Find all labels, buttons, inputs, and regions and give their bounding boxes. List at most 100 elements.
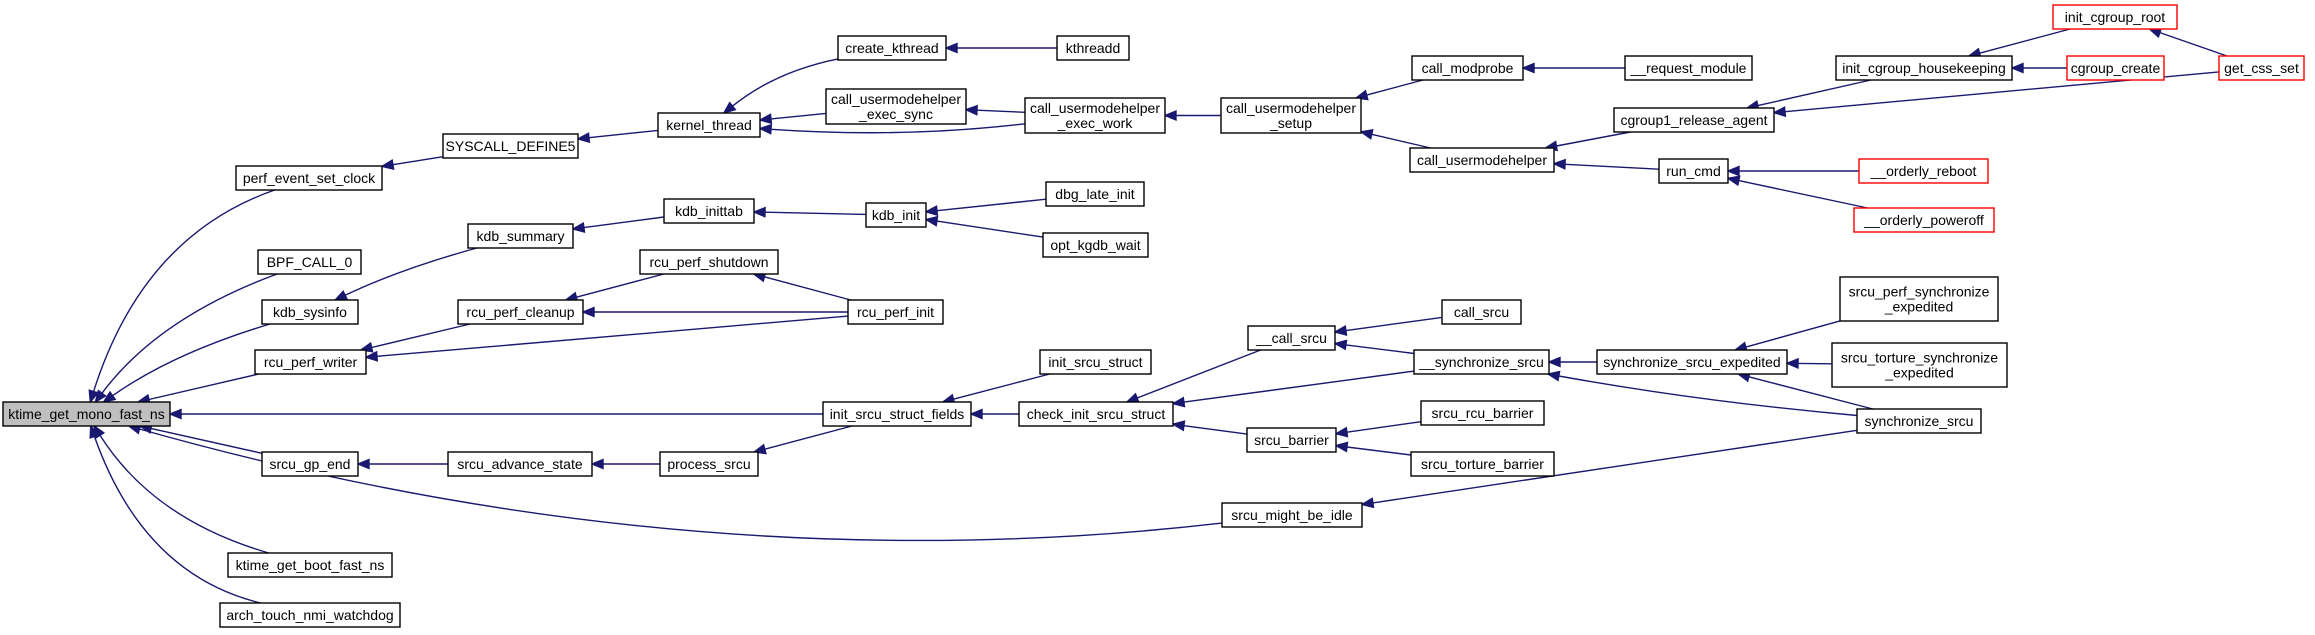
node-arch-touch-nmi-watchdog[interactable]: arch_touch_nmi_watchdog <box>219 602 401 628</box>
node---synchronize-srcu[interactable]: __synchronize_srcu <box>1413 349 1550 375</box>
edge-line <box>764 425 853 450</box>
node-label: ktime_get_mono_fast_ns <box>8 406 164 422</box>
node-srcu-might-be-idle[interactable]: srcu_might_be_idle <box>1221 502 1363 528</box>
edge-line <box>112 323 271 397</box>
node-label: __call_srcu <box>1255 330 1327 346</box>
node-call-usermodehelper-exec-work[interactable]: call_usermodehelper_exec_work <box>1024 97 1166 134</box>
node---request-module[interactable]: __request_module <box>1624 55 1753 81</box>
node-ktime-get-mono-fast-ns[interactable]: ktime_get_mono_fast_ns <box>2 401 171 427</box>
edge-__orderly_reboot-to-run_cmd <box>1726 165 1860 177</box>
node-ktime-get-boot-fast-ns[interactable]: ktime_get_boot_fast_ns <box>227 552 393 578</box>
node---orderly-poweroff[interactable]: __orderly_poweroff <box>1853 207 1995 233</box>
node-perf-event-set-clock[interactable]: perf_event_set_clock <box>235 165 383 191</box>
node-srcu-gp-end[interactable]: srcu_gp_end <box>261 451 359 477</box>
edge-call_modprobe-to-call_usermodehelper_setup <box>1354 79 1424 101</box>
node-box <box>2218 55 2305 81</box>
node-label: call_usermodehelper <box>1417 152 1547 168</box>
node-rcu-perf-shutdown[interactable]: rcu_perf_shutdown <box>639 249 779 275</box>
node-opt-kgdb-wait[interactable]: opt_kgdb_wait <box>1042 232 1149 258</box>
node-init-cgroup-root[interactable]: init_cgroup_root <box>2052 4 2178 30</box>
edge-check_init_srcu_struct-to-init_srcu_struct_fields <box>969 408 1020 420</box>
edge-arrowhead <box>969 408 983 420</box>
edge-arrowhead <box>1359 129 1374 140</box>
edge-arrowhead <box>1726 175 1741 187</box>
node-run-cmd[interactable]: run_cmd <box>1658 158 1729 184</box>
node-srcu-perf-synchronize-expedited[interactable]: srcu_perf_synchronize_expedited <box>1839 276 1999 322</box>
edge-srcu_torture_barrier-to-srcu_barrier <box>1334 441 1412 456</box>
node-label: kthreadd <box>1066 40 1120 56</box>
node-rcu-perf-init[interactable]: rcu_perf_init <box>847 299 944 325</box>
node-srcu-barrier[interactable]: srcu_barrier <box>1246 427 1337 453</box>
node-label: srcu_torture_barrier <box>1421 456 1544 472</box>
node-call-usermodehelper-setup[interactable]: call_usermodehelper_setup <box>1220 97 1362 134</box>
node-box <box>1056 35 1130 61</box>
node-init-cgroup-housekeeping[interactable]: init_cgroup_housekeeping <box>1835 55 2013 81</box>
node-kdb-summary[interactable]: kdb_summary <box>467 223 574 249</box>
node-rcu-perf-writer[interactable]: rcu_perf_writer <box>254 349 367 375</box>
edge-arrowhead <box>94 389 107 404</box>
edge-arrowhead <box>1163 109 1177 122</box>
edge-arrowhead <box>1334 426 1349 438</box>
edge-srcu_advance_state-to-srcu_gp_end <box>356 458 449 470</box>
node-init-srcu-struct-fields[interactable]: init_srcu_struct_fields <box>822 401 972 427</box>
node-SYSCALL-DEFINE5[interactable]: SYSCALL_DEFINE5 <box>442 133 579 159</box>
node-rcu-perf-cleanup[interactable]: rcu_perf_cleanup <box>457 299 584 325</box>
edge-line <box>732 58 839 107</box>
node-dbg-late-init[interactable]: dbg_late_init <box>1045 181 1145 207</box>
node-box <box>822 401 972 427</box>
node-label: opt_kgdb_wait <box>1050 237 1140 253</box>
node---orderly-reboot[interactable]: __orderly_reboot <box>1858 158 1989 184</box>
node-box <box>1856 408 1982 434</box>
node-srcu-advance-state[interactable]: srcu_advance_state <box>447 451 593 477</box>
edge-arrowhead <box>1546 370 1561 382</box>
node-box <box>1413 349 1550 375</box>
node-kdb-inittab[interactable]: kdb_inittab <box>663 198 755 224</box>
node-call-usermodehelper[interactable]: call_usermodehelper <box>1409 147 1555 173</box>
node-box <box>639 249 779 275</box>
node-label: srcu_advance_state <box>457 456 583 472</box>
node-label: rcu_perf_writer <box>264 354 358 370</box>
node-init-srcu-struct[interactable]: init_srcu_struct <box>1039 349 1152 375</box>
node-label: kdb_sysinfo <box>273 304 347 320</box>
node-kernel-thread[interactable]: kernel_thread <box>657 112 761 138</box>
node-label: __orderly_reboot <box>1870 163 1977 179</box>
node-synchronize-srcu[interactable]: synchronize_srcu <box>1856 408 1982 434</box>
node-box <box>1853 207 1995 233</box>
node-synchronize-srcu-expedited[interactable]: synchronize_srcu_expedited <box>1596 349 1788 375</box>
node-call-modprobe[interactable]: call_modprobe <box>1411 55 1524 81</box>
node-srcu-torture-barrier[interactable]: srcu_torture_barrier <box>1410 451 1555 477</box>
node-kdb-init[interactable]: kdb_init <box>865 202 927 228</box>
node-label: rcu_perf_cleanup <box>466 304 574 320</box>
node-box <box>227 552 393 578</box>
node-kthreadd[interactable]: kthreadd <box>1056 35 1130 61</box>
node-process-srcu[interactable]: process_srcu <box>659 451 759 477</box>
node-srcu-torture-synchronize-expedited[interactable]: srcu_torture_synchronize_expedited <box>1831 342 2008 388</box>
node-kdb-sysinfo[interactable]: kdb_sysinfo <box>261 299 359 325</box>
node-call-usermodehelper-exec-sync[interactable]: call_usermodehelper_exec_sync <box>825 88 967 125</box>
edge-line <box>1136 349 1261 399</box>
edge-line <box>1757 79 1872 107</box>
edge-line <box>1366 79 1424 96</box>
node-box <box>261 451 359 477</box>
node-check-init-srcu-struct[interactable]: check_init_srcu_struct <box>1018 401 1174 427</box>
edge-kthreadd-to-create_kthread <box>944 42 1057 54</box>
edge-get_css_set-to-init_cgroup_root <box>2147 27 2228 57</box>
node-create-kthread[interactable]: create_kthread <box>837 35 947 61</box>
edge-rcu_perf_cleanup-to-rcu_perf_writer <box>359 323 471 353</box>
node-label: kdb_summary <box>477 228 565 244</box>
edge-line <box>1372 429 1858 504</box>
node-BPF-CALL-0[interactable]: BPF_CALL_0 <box>257 249 362 275</box>
node-srcu-rcu-barrier[interactable]: srcu_rcu_barrier <box>1420 400 1545 426</box>
node-label: _exec_sync <box>858 106 933 122</box>
node-cgroup-create[interactable]: cgroup_create <box>2066 55 2165 81</box>
node-box <box>1596 349 1788 375</box>
node-box <box>1411 55 1524 81</box>
edge-synchronize_srcu_expedited-to-__synchronize_srcu <box>1547 356 1598 368</box>
node-label: rcu_perf_shutdown <box>649 254 768 270</box>
node-get-css-set[interactable]: get_css_set <box>2218 55 2305 81</box>
node-box <box>825 88 967 125</box>
node-cgroup1-release-agent[interactable]: cgroup1_release_agent <box>1613 107 1775 133</box>
node-call-srcu[interactable]: call_srcu <box>1441 299 1522 325</box>
edge-line <box>1745 320 1841 348</box>
node---call-srcu[interactable]: __call_srcu <box>1247 325 1336 351</box>
